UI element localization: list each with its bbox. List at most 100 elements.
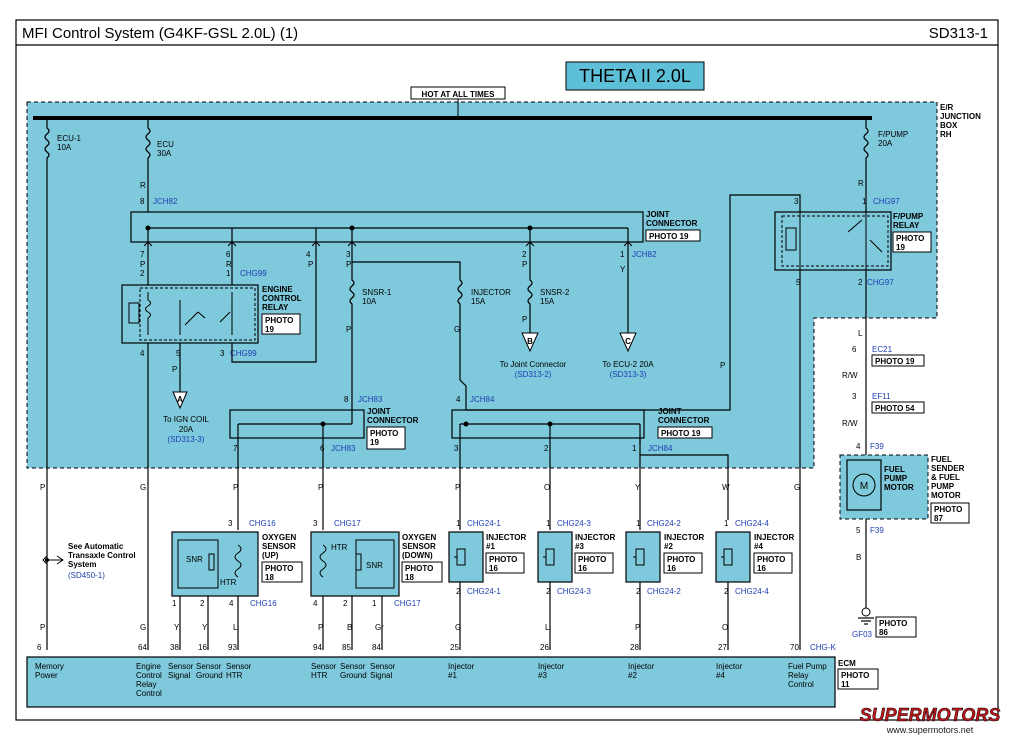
ecm-pin-number: 26 [540,643,549,652]
junction-box-area [26,101,938,469]
svg-text:SNSR-2: SNSR-2 [540,288,570,297]
svg-text:JCH84: JCH84 [648,444,673,453]
svg-text:F/PUMP: F/PUMP [893,212,924,221]
svg-text:PHOTO: PHOTO [578,555,606,564]
svg-text:P: P [172,365,177,374]
pin-label: 8 [140,197,145,206]
svg-text:B: B [856,553,861,562]
svg-text:PHOTO: PHOTO [934,505,962,514]
oxygen-sensor-down: P 3 CHG17 HTR SNR OXYGEN SENSOR (DOWN) P… [310,445,443,650]
supermotors-watermark: SUPERMOTORS www.supermotors.net [859,705,1000,735]
svg-text:E/R: E/R [940,103,954,112]
svg-text:R/W: R/W [842,371,858,380]
svg-text:ECU-1: ECU-1 [57,134,82,143]
svg-text:PUMP: PUMP [931,482,955,491]
wire-ecr-out [231,248,317,363]
fuel-pump-motor: M FUEL PUMP MOTOR FUEL SENDER & FUEL PUM… [839,454,970,524]
model-banner-text: THETA II 2.0L [579,66,691,86]
hot-label: HOT AT ALL TIMES [422,90,496,99]
svg-text:87: 87 [934,514,943,523]
svg-text:C: C [625,337,631,346]
svg-text:OXYGEN: OXYGEN [402,533,436,542]
svg-text:(SD313-3): (SD313-3) [168,435,205,444]
svg-text:CHG24-1: CHG24-1 [467,519,501,528]
ecm-pin-label: HTR [311,671,328,680]
ecm-pin-label: Memory [35,662,64,671]
model-banner [565,61,705,91]
ecm-pin-number: 25 [450,643,459,652]
svg-text:2: 2 [456,587,461,596]
svg-text:#1: #1 [486,542,495,551]
svg-text:L: L [233,623,238,632]
ecm-pin-label: Signal [168,671,190,680]
ecm-module: ECM PHOTO 11 CHG-K [26,643,879,708]
ecm-pin-label: #1 [448,671,457,680]
svg-text:(SD450-1): (SD450-1) [68,571,105,580]
svg-text:CHG-K: CHG-K [810,643,836,652]
wire-label: P [40,623,45,632]
ecm-pin-number: 38 [170,643,179,652]
svg-text:F39: F39 [870,526,884,535]
svg-text:O: O [544,483,550,492]
svg-text:JOINT: JOINT [658,407,682,416]
svg-text:7: 7 [140,250,145,259]
svg-text:3: 3 [346,250,351,259]
svg-text:2: 2 [200,599,205,608]
svg-text:CHG24-2: CHG24-2 [647,587,681,596]
fpump-relay: 3 F/PUMP RELAY PHOTO 19 5 2 CHG97 [774,197,932,287]
pin-label: 2 [140,269,145,278]
svg-text:18: 18 [265,573,274,582]
svg-text:SNR: SNR [186,555,203,564]
svg-text:JCH84: JCH84 [470,395,495,404]
svg-text:19: 19 [370,438,379,447]
svg-text:MOTOR: MOTOR [931,491,961,500]
ecm-pin-label: Sensor [311,662,337,671]
svg-text:4: 4 [140,349,145,358]
joint-connector-jch83: JOINT CONNECTOR PHOTO 19 7 6 JCH83 [229,400,419,453]
svg-text:To Joint Connector: To Joint Connector [500,360,567,369]
wire-label: P [720,361,725,370]
svg-text:5: 5 [796,278,801,287]
svg-text:Y: Y [620,265,626,274]
ecm-pin-label: #3 [538,671,547,680]
svg-text:CHG24-3: CHG24-3 [557,519,591,528]
svg-text:1: 1 [172,599,177,608]
svg-text:EF11: EF11 [872,392,891,401]
svg-text:ENGINE: ENGINE [262,285,293,294]
svg-text:A: A [177,395,183,404]
svg-text:2: 2 [858,278,863,287]
fuse-snsr1: P SNSR-1 10A P 8 JCH83 [344,248,392,404]
svg-text:F39: F39 [870,442,884,451]
svg-text:2: 2 [522,250,527,259]
engine-control-relay: ENGINE CONTROL RELAY PHOTO 19 4 5 3 CHG9… [121,284,302,358]
svg-text:PHOTO: PHOTO [896,234,924,243]
svg-text:L: L [858,329,863,338]
ecm-pin-label: Sensor [226,662,252,671]
wire-label: R [858,179,864,188]
svg-text:4: 4 [306,250,311,259]
wire-label: P [140,260,145,269]
joint-connector-jch84: JOINT CONNECTOR PHOTO 19 3 2 1 JCH84 [451,400,713,453]
svg-text:HTR: HTR [331,543,348,552]
svg-text:Y: Y [202,623,208,632]
svg-text:16: 16 [578,564,587,573]
svg-text:3: 3 [794,197,799,206]
svg-text:PHOTO: PHOTO [757,555,785,564]
svg-text:ECU: ECU [157,140,174,149]
svg-text:W: W [722,483,730,492]
svg-text:6: 6 [852,345,857,354]
svg-text:4: 4 [229,599,234,608]
transaxle-note[interactable]: See Automatic Transaxle Control System (… [42,542,136,580]
svg-text:P: P [346,325,351,334]
fuel-pump-chain: L 6 EC21 PHOTO 19 R/W 3 EF11 PHOTO 54 R/… [842,270,925,455]
junction-box-label: E/R JUNCTION BOX RH [940,103,981,139]
svg-text:20A: 20A [179,425,194,434]
svg-text:P: P [455,483,460,492]
svg-text:CONNECTOR: CONNECTOR [658,416,710,425]
svg-text:7: 7 [233,444,238,453]
svg-text:1: 1 [636,519,641,528]
wire-label: G [140,483,146,492]
fuse-ecu: ECU 30A [145,118,174,212]
ecm-pin-label: Injector [628,662,655,671]
